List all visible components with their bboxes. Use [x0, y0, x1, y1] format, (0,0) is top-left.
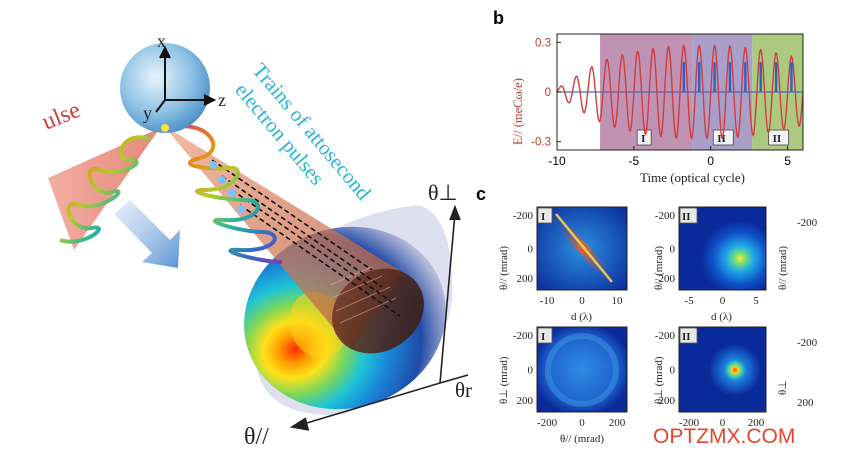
schematic: ulse x z y Trains of attosecond electron… — [39, 31, 473, 450]
electron-pulse-helix — [164, 124, 283, 264]
pulse-label: ulse — [39, 97, 85, 136]
map-x-tick-label: 10 — [612, 295, 624, 307]
map-y-tick-label: 0 — [528, 365, 534, 377]
svg-text:d (λ): d (λ) — [571, 311, 592, 323]
map-y-tick-label: 200 — [517, 395, 534, 407]
map-x-tick-label: -10 — [540, 295, 555, 307]
coordinate-axes — [155, 45, 217, 113]
map-y-tick-label: -200 — [655, 330, 676, 342]
map-x-tick-label: 5 — [753, 295, 759, 307]
theta-r-label: θr — [455, 378, 472, 402]
propagation-arrow — [114, 200, 180, 268]
map-top-right: II -200 0 200 -5 0 5 θ// (mrad) d (λ) — [653, 206, 767, 323]
watermark: OPTZMX.COM — [653, 425, 795, 448]
svg-text:II: II — [682, 211, 691, 223]
map-top-left: I -200 0 200 -10 0 10 θ// (mrad) d (λ) — [498, 206, 628, 323]
y-tick-label: -0.3 — [531, 137, 551, 149]
svg-text:d (λ): d (λ) — [711, 311, 732, 323]
svg-text:-200: -200 — [797, 337, 818, 349]
panel-b-ticks: 0.3 0 -0.3 -10 -5 0 5 — [531, 37, 791, 168]
map-x-tick-label: 200 — [748, 417, 765, 429]
axis-y-label: y — [143, 103, 152, 123]
cut-panel-labels: θ// (mrad) -200 θ⊥ -200 200 — [777, 217, 818, 409]
region-tag: I — [641, 133, 645, 145]
axis-z-label: z — [218, 90, 226, 110]
svg-text:θ⊥ (mrad): θ⊥ (mrad) — [653, 356, 665, 404]
map-y-tick-label: 200 — [659, 273, 676, 285]
map-y-tick-label: 0 — [528, 244, 534, 256]
detector-axes — [289, 204, 469, 431]
svg-text:200: 200 — [797, 397, 814, 409]
svg-text:θ// (mrad): θ// (mrad) — [777, 246, 789, 290]
map-y-tick-label: -200 — [655, 210, 676, 222]
panel-b-letter: b — [493, 8, 504, 28]
map-x-tick-label: -200 — [679, 417, 700, 429]
map-y-tick-label: 200 — [517, 273, 534, 285]
map-y-tick-label: 200 — [659, 395, 676, 407]
x-tick-label: 5 — [784, 154, 791, 168]
electron-sparkles — [209, 161, 245, 213]
map-x-tick-label: 0 — [579, 417, 585, 429]
laser-pulse-wave — [59, 135, 151, 244]
panel-b-ylabel: E// (meCω/e) — [511, 78, 525, 145]
x-tick-label: 0 — [707, 154, 714, 168]
svg-text:θ// (mrad): θ// (mrad) — [498, 246, 510, 290]
svg-text:θ⊥ (mrad): θ⊥ (mrad) — [498, 356, 510, 404]
map-y-tick-label: 0 — [670, 244, 676, 256]
map-x-tick-label: 200 — [609, 417, 626, 429]
svg-text:θ// (mrad): θ// (mrad) — [653, 246, 665, 290]
panel-b-xlabel: Time (optical cycle) — [640, 170, 745, 185]
theta-par-label: θ// — [244, 424, 269, 450]
y-tick-label: 0 — [545, 87, 551, 99]
panel-c-letter: c — [476, 184, 486, 204]
map-y-tick-label: 0 — [670, 365, 676, 377]
region-tag: II — [773, 133, 782, 145]
x-tick-label: -10 — [548, 154, 566, 168]
y-tick-label: 0.3 — [535, 37, 551, 49]
region-tag: II — [717, 133, 726, 145]
map-x-tick-label: -200 — [537, 417, 558, 429]
map-y-tick-label: -200 — [513, 210, 534, 222]
field-series-line — [557, 44, 803, 140]
map-y-tick-label: -200 — [513, 330, 534, 342]
svg-text:-200: -200 — [797, 217, 818, 229]
svg-text:θ⊥: θ⊥ — [777, 380, 789, 395]
beam-cylinder-end — [332, 268, 424, 354]
svg-text:II: II — [682, 331, 691, 343]
x-tick-label: -5 — [629, 154, 640, 168]
region-tag-box — [768, 129, 790, 146]
map-x-tick-label: 0 — [720, 295, 726, 307]
axis-x-label: x — [157, 31, 166, 51]
map-x-tick-label: 0 — [579, 295, 585, 307]
map-x-tick-label: -5 — [684, 295, 694, 307]
theta-perp-label: θ⊥ — [428, 180, 458, 205]
svg-text:I: I — [541, 331, 545, 343]
map-x-tick-label: 0 — [720, 417, 726, 429]
svg-text:I: I — [541, 211, 545, 223]
svg-text:θ// (mrad): θ// (mrad) — [560, 433, 604, 445]
panel-b-line — [557, 44, 803, 140]
